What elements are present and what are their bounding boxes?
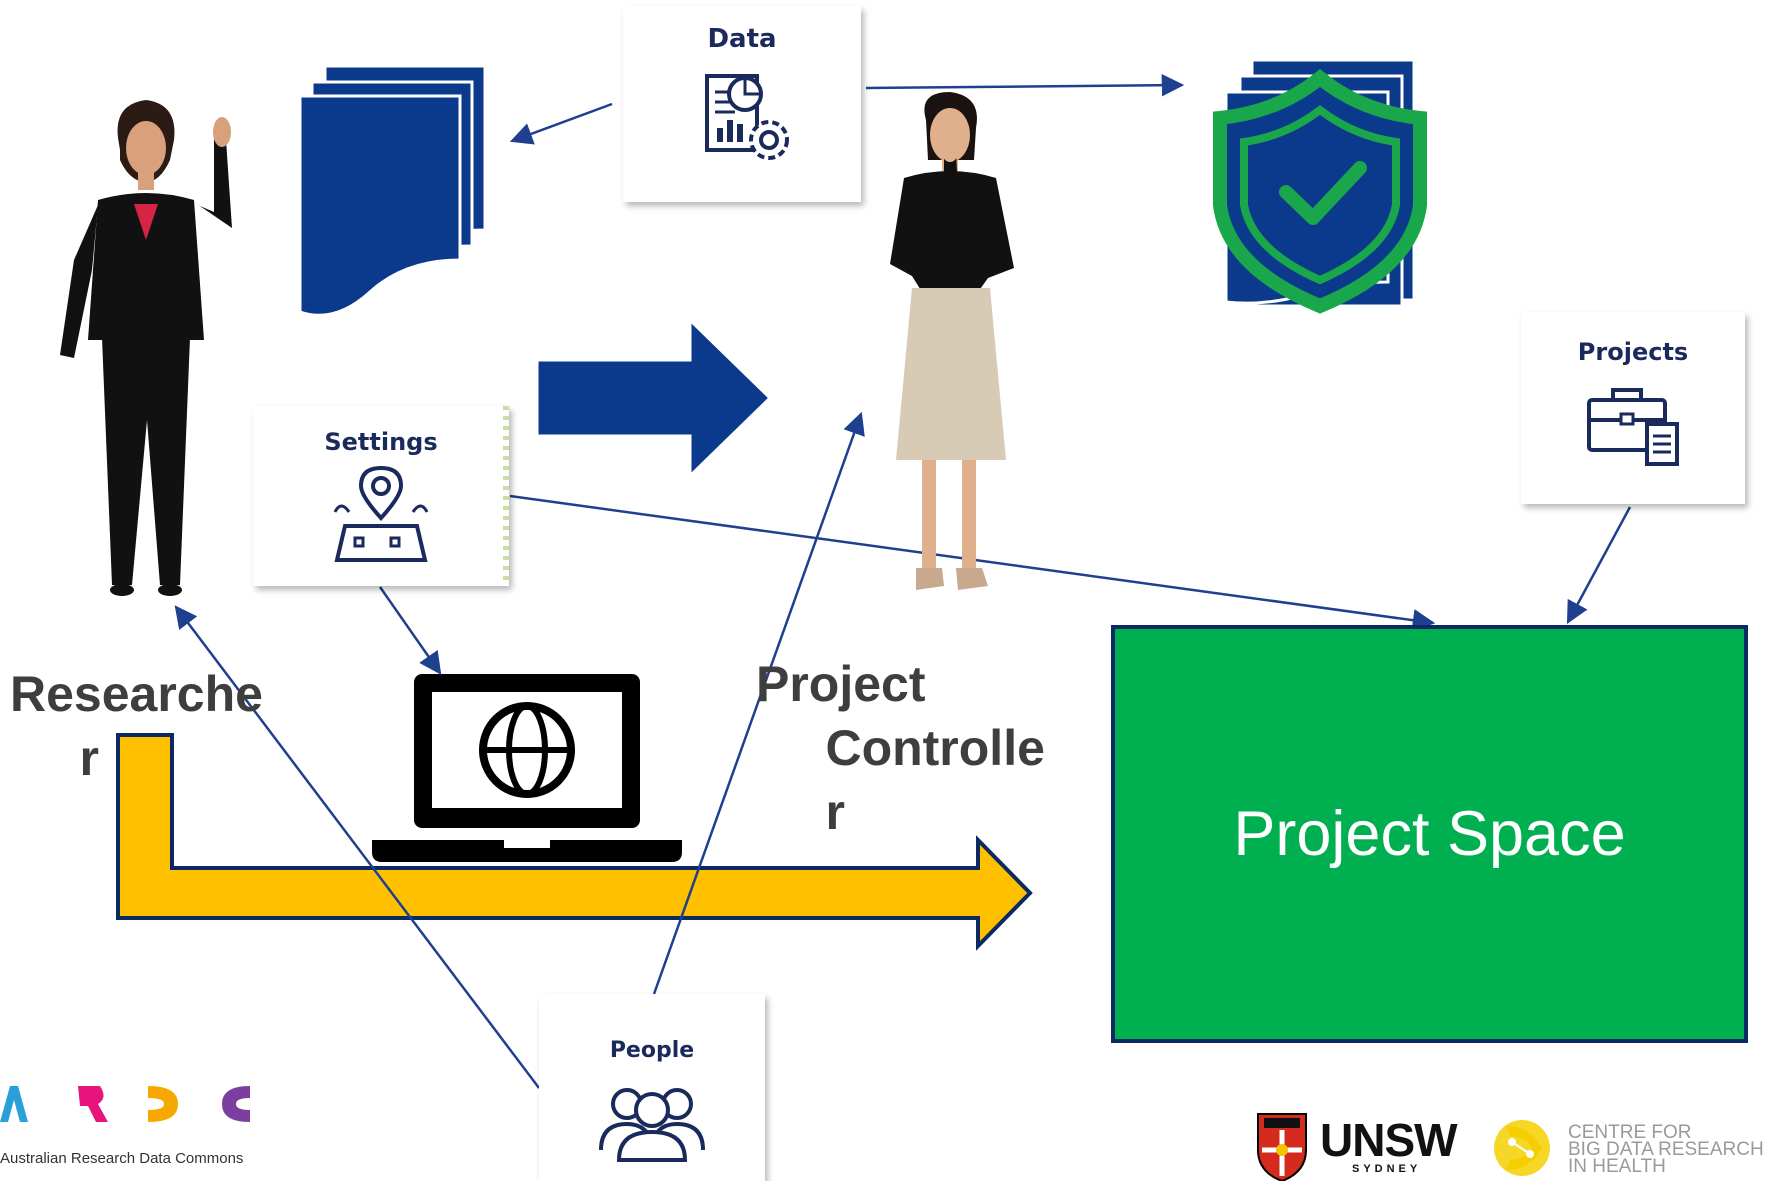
researcher-figure [60, 100, 232, 596]
unsw-crest-icon [1257, 1113, 1307, 1181]
gold-flow-arrow [116, 733, 1033, 951]
settings-card-label: Settings [324, 428, 438, 456]
settings-card-dotted-edge [503, 406, 509, 586]
unsw-wordmark: UNSW [1320, 1114, 1458, 1166]
ardc-logo [0, 1086, 250, 1122]
projects-card-label: Projects [1577, 338, 1689, 366]
settings-card[interactable]: Settings [253, 406, 509, 586]
cbdrh-line-1: CENTRE FOR [1568, 1122, 1692, 1143]
cbdrh-logo-icon [1494, 1120, 1550, 1176]
people-card-label: People [609, 1038, 695, 1063]
cbdrh-wordmark: CENTRE FOR BIG DATA RESEARCH IN HEALTH [1568, 1122, 1764, 1177]
cbdrh-line-2: BIG DATA RESEARCH [1568, 1139, 1764, 1160]
project-controller-figure [890, 92, 1014, 590]
settings-map-icon [333, 466, 429, 562]
cbdrh-line-3: IN HEALTH [1568, 1156, 1666, 1177]
data-card[interactable]: Data [623, 6, 861, 202]
laptop-globe-icon [372, 674, 682, 862]
researcher-label: Researche r [10, 666, 263, 786]
unsw-subtext: SYDNEY [1352, 1163, 1422, 1175]
people-group-icon [599, 1088, 705, 1162]
document-stack-icon [298, 64, 487, 317]
people-card[interactable]: People [539, 994, 765, 1181]
projects-card[interactable]: Projects [1521, 312, 1745, 504]
project-space-label: Project Space [1233, 799, 1626, 869]
data-card-label: Data [707, 24, 777, 54]
shield-check-icon [1213, 58, 1427, 314]
ardc-caption: Australian Research Data Commons [0, 1150, 244, 1167]
data-report-icon [705, 74, 789, 160]
projects-briefcase-icon [1587, 388, 1679, 466]
big-navy-arrow [535, 316, 773, 480]
project-controller-label: Project Controlle r [756, 656, 1045, 840]
project-space-box[interactable]: Project Space [1111, 625, 1748, 1043]
